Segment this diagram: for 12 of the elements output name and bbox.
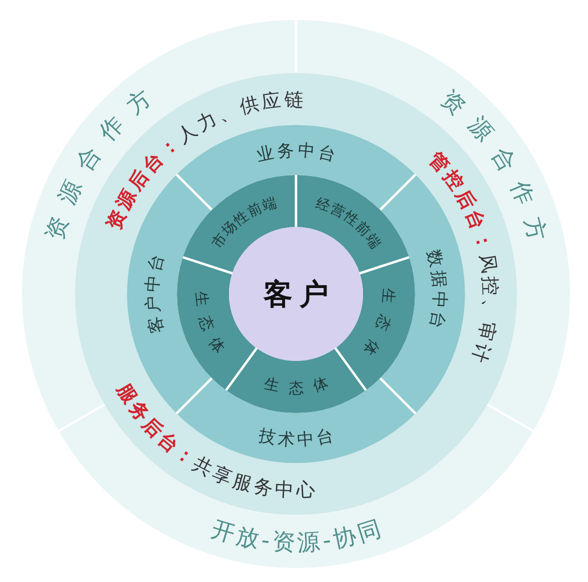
ring-label: 风控、审计 <box>466 252 502 368</box>
ring-label: 客户中台 <box>142 250 169 336</box>
ring-label: 经营性前端 <box>314 195 384 252</box>
ring-label: 业务中台 <box>254 140 340 167</box>
ring-label: 开放-资源-协同 <box>208 515 387 556</box>
ring-label: 市场性前端 <box>209 194 280 252</box>
ring-label: 技术中台 <box>256 425 338 450</box>
ring-label: 生态体 <box>352 288 398 368</box>
ring-label: 生态体 <box>192 290 236 366</box>
ring-label: 数据中台 <box>422 248 450 334</box>
ring-label: 生态体 <box>262 370 341 398</box>
center-label: 客户 <box>264 277 336 311</box>
